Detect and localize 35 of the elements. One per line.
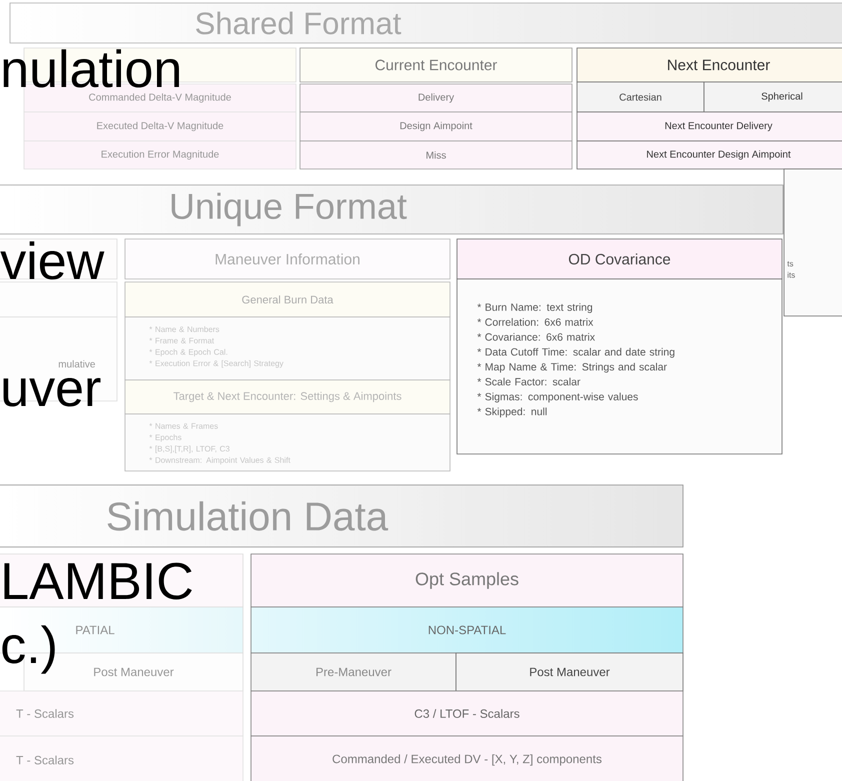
table-cell: Pre-Maneuver — [250, 652, 456, 692]
title-band: Shared Format — [10, 2, 842, 44]
node-label: T - Scalars — [16, 756, 74, 764]
table-cell: C3 / LTOF - Scalars — [250, 690, 684, 736]
slide-text: view — [0, 241, 104, 280]
table-cell — [0, 282, 118, 318]
table-cell: NON-SPATIAL — [250, 606, 684, 654]
table-cell: T - Scalars — [0, 736, 244, 781]
bullet-list: * Burn Name: text string * Correlation: 6x6 matrix * Covariance: 6x6 matrix * Data Cutoff Time: scalar and date string * Map Name & Time: Strings and scalar * Scale Factor: scalar * Sigmas: component-wise values * Skipped: null — [456, 278, 782, 454]
title-band: Unique Format — [0, 184, 784, 234]
table-cell: Next Encounter Delivery — [576, 112, 842, 142]
column-header: Opt Samples — [250, 554, 684, 608]
column-header: Next Encounter — [576, 48, 842, 82]
table-cell: Post Maneuver — [456, 652, 684, 692]
table-cell: Delivery — [300, 84, 572, 112]
table-cell — [0, 554, 244, 608]
table-cell: General Burn Data — [124, 282, 450, 318]
table-cell: Spherical — [704, 82, 842, 112]
table-cell: Executed Delta-V Magnitude — [24, 112, 296, 142]
table-cell — [0, 238, 118, 280]
column-header: Maneuver Information — [124, 238, 450, 280]
table-cell: Cartesian — [576, 82, 704, 112]
column-header: Current Encounter — [300, 48, 572, 82]
title-band: Simulation Data — [0, 484, 684, 548]
column-header: OD Covariance — [456, 238, 782, 280]
table-cell: Miss — [300, 140, 572, 170]
table-cell: Next Encounter Design Aimpoint — [576, 140, 842, 170]
table-cell: Commanded / Executed DV - [X, Y, Z] components — [250, 736, 684, 781]
slide-text: LAMBIC — [4, 562, 192, 600]
table-cell: Design Aimpoint — [300, 112, 572, 142]
table-cell: Execution Error Magnitude — [24, 140, 296, 170]
slide-text: uver — [4, 378, 100, 406]
table-cell: T - Scalars — [0, 690, 244, 736]
table-cell: Target & Next Encounter: Settings & Aimpoints — [124, 380, 450, 414]
table-cell: ts its — [784, 168, 842, 316]
